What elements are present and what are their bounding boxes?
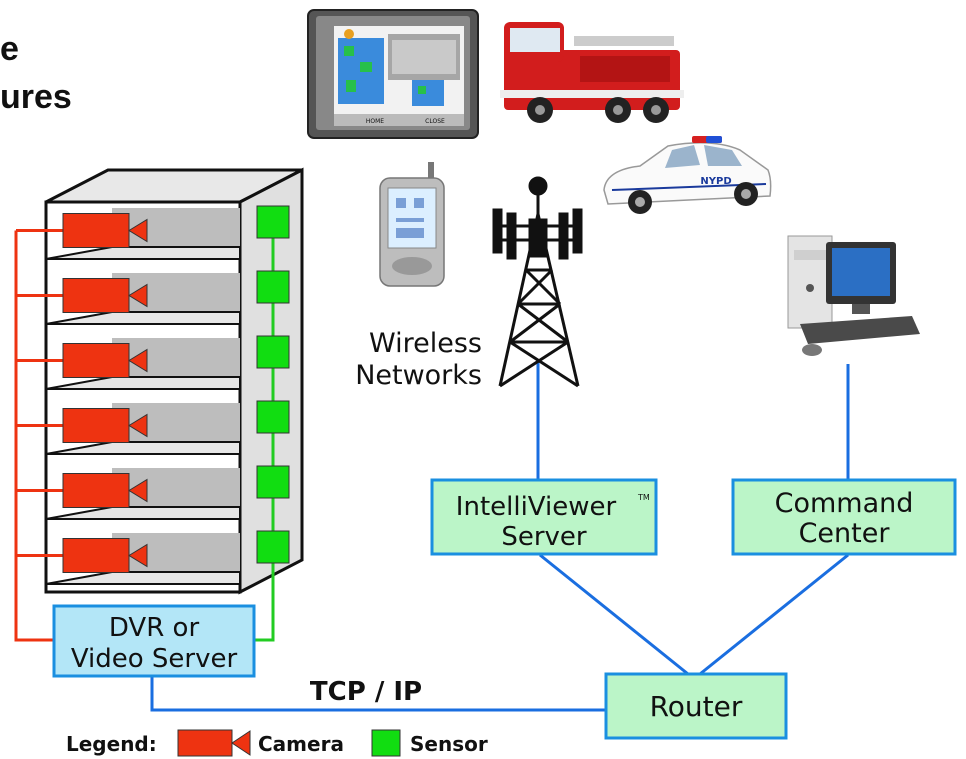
sensor: [256, 335, 290, 369]
command-center-box: Command Center: [731, 478, 957, 556]
sensor: [256, 400, 290, 434]
sensor-group: [256, 205, 290, 564]
rack-shelf: [45, 506, 241, 520]
command-label-line2: Center: [799, 518, 891, 549]
intelliviewer-box: IntelliViewer TM Server: [430, 478, 658, 556]
intelliviewer-label-line1: IntelliViewer: [456, 492, 617, 522]
rack-shelf: [45, 246, 241, 260]
dvr-label-line2: Video Server: [71, 644, 238, 674]
legend-sensor-label: Sensor: [410, 732, 488, 756]
legend-camera-lens: [231, 730, 251, 756]
camera-lens: [128, 218, 148, 243]
antenna-tower-icon: [492, 176, 583, 388]
sensor: [256, 205, 290, 239]
wireless-label-line1: Wireless: [369, 328, 482, 359]
legend-camera-label: Camera: [258, 732, 344, 756]
intelliviewer-label-line2: Server: [501, 522, 587, 552]
sensor: [256, 465, 290, 499]
camera-body: [62, 408, 130, 443]
camera-lens: [128, 478, 148, 503]
sensor: [256, 270, 290, 304]
rack-shelf: [45, 571, 241, 585]
protocol-label: TCP / IP: [310, 677, 422, 707]
legend: Legend: Camera Sensor: [66, 729, 488, 757]
rack-shelf: [45, 311, 241, 325]
camera-lens: [128, 413, 148, 438]
connections: [150, 360, 850, 712]
camera-group: [62, 213, 148, 573]
intelliviewer-tm: TM: [637, 493, 650, 502]
camera-body: [62, 343, 130, 378]
pda-device-icon: [379, 162, 445, 287]
command-label-line1: Command: [775, 488, 914, 519]
legend-sensor-swatch: [371, 729, 401, 757]
link-intelliviewer-router: [539, 553, 689, 676]
camera-body: [62, 473, 130, 508]
rack-front: [44, 200, 242, 594]
fire-truck-icon: [500, 22, 684, 123]
camera-lens: [128, 283, 148, 308]
desktop-computer-icon: [787, 235, 920, 356]
router-label: Router: [650, 690, 743, 723]
camera-lens: [128, 348, 148, 373]
camera-bus-wire: [14, 230, 54, 642]
link-command-router: [699, 553, 849, 676]
link-dvr-router: [150, 676, 606, 712]
tablet-close-label: CLOSE: [425, 118, 445, 125]
legend-title: Legend:: [66, 732, 157, 756]
police-car-icon: NYPD: [603, 136, 772, 214]
tablet-home-label: HOME: [366, 118, 384, 125]
camera-body: [62, 213, 130, 248]
router-box: Router: [604, 672, 788, 740]
page-title-fragment-2: ures: [0, 78, 72, 116]
sensor: [256, 530, 290, 564]
page-title-fragment-1: e: [0, 30, 19, 68]
rack-shelf: [45, 441, 241, 455]
rack-shelf: [45, 376, 241, 390]
legend-camera-swatch: [177, 729, 233, 757]
camera-lens: [128, 543, 148, 568]
camera-body: [62, 538, 130, 573]
dvr-box: DVR or Video Server: [52, 604, 256, 678]
camera-body: [62, 278, 130, 313]
police-car-text: NYPD: [700, 176, 731, 187]
tablet-display-icon: HOME CLOSE: [307, 9, 479, 139]
wireless-label-line2: Networks: [355, 360, 482, 391]
dvr-label-line1: DVR or: [109, 613, 200, 643]
